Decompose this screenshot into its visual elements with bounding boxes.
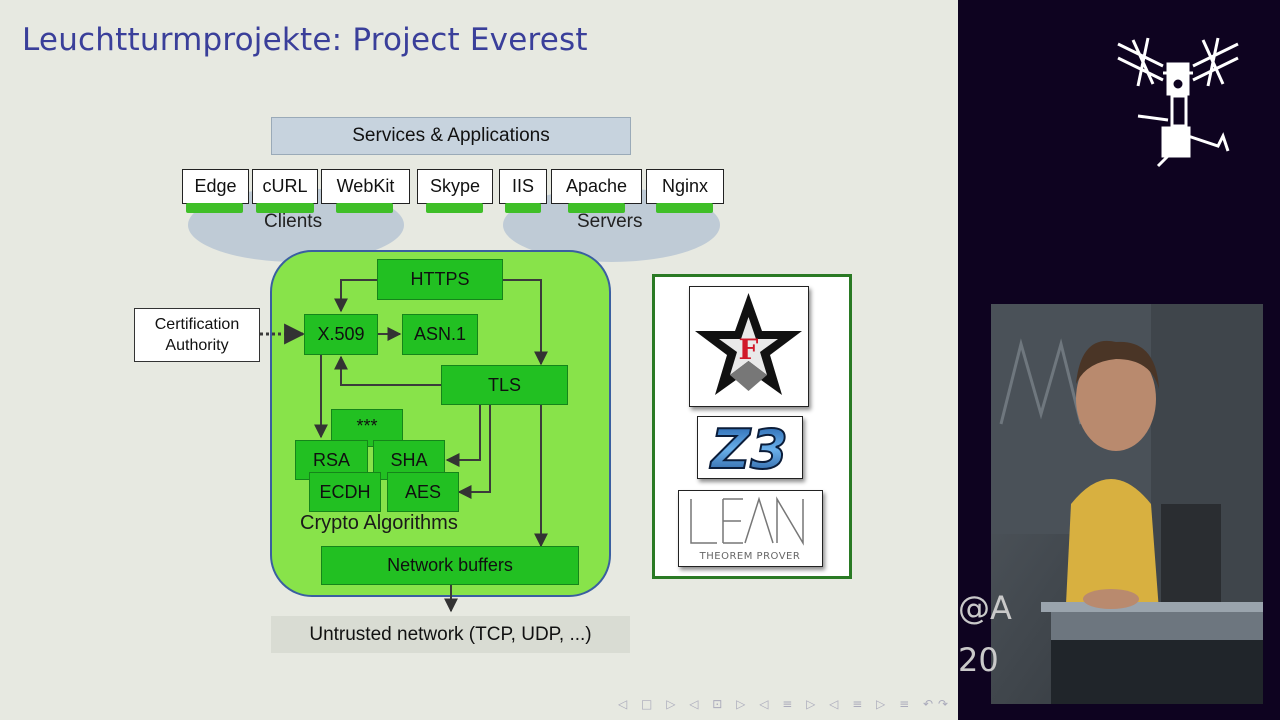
untrusted-network-label: Untrusted network (TCP, UDP, ...)	[309, 623, 592, 645]
slide-title: Leuchtturmprojekte: Project Everest	[22, 22, 588, 58]
verification-tools-panel: F Z3	[652, 274, 852, 579]
server-label: Apache	[565, 176, 628, 196]
client-label: Edge	[194, 176, 237, 196]
tls-box: TLS	[441, 365, 568, 405]
network-buffers-label: Network buffers	[387, 555, 513, 575]
crypto-label: Crypto Algorithms	[300, 512, 458, 534]
asn1-box: ASN.1	[402, 314, 478, 355]
server-bar	[568, 203, 625, 213]
arrow-tls-aes	[457, 404, 491, 499]
arrow-tls-x509	[334, 355, 441, 386]
network-buffers-box: Network buffers	[321, 546, 579, 585]
lean-subtitle: THEOREM PROVER	[699, 551, 801, 562]
ecdh-box: ECDH	[309, 472, 381, 512]
client-label: Skype	[429, 176, 481, 196]
client-box-curl: cURL	[252, 169, 318, 204]
everest-region	[270, 250, 611, 597]
arrow-tls-sha	[445, 404, 481, 467]
beamer-navigation-controls[interactable]: ◁ □ ▷ ◁ ⊡ ▷ ◁ ≡ ▷ ◁ ≡ ▷ ≡ ↶↷ ⌕	[618, 697, 974, 711]
untrusted-network-banner: Untrusted network (TCP, UDP, ...)	[271, 616, 630, 653]
presenter-video	[991, 304, 1263, 704]
lean-logo: THEOREM PROVER	[678, 490, 823, 567]
client-label: cURL	[262, 176, 308, 196]
fstar-logo: F	[689, 286, 809, 407]
client-bar	[256, 203, 314, 213]
server-box-apache: Apache	[551, 169, 642, 204]
client-box-webkit: WebKit	[321, 169, 410, 204]
aes-box: AES	[387, 472, 459, 512]
z3-icon: Z3	[708, 417, 789, 482]
server-label: IIS	[511, 176, 534, 196]
fstar-letter: F	[739, 333, 759, 366]
certification-authority-label: Certification Authority	[154, 316, 240, 354]
https-label: HTTPS	[410, 269, 470, 289]
server-box-iis: IIS	[499, 169, 547, 204]
asn1-label: ASN.1	[413, 324, 467, 344]
server-label: Nginx	[661, 176, 709, 196]
https-box: HTTPS	[377, 259, 503, 300]
dependency-arrows	[260, 279, 548, 613]
ecdh-label: ECDH	[319, 481, 371, 502]
rsa-label: RSA	[312, 449, 350, 470]
client-box-skype: Skype	[417, 169, 493, 204]
z3-wordmark: Z3	[709, 418, 788, 481]
client-box-edge: Edge	[182, 169, 249, 204]
stars-label: ***	[356, 415, 378, 436]
space-station-logo	[1117, 37, 1239, 168]
arrow-https-tls	[503, 279, 548, 366]
certification-authority-box: Certification Authority	[134, 308, 260, 362]
clients-label: Clients	[264, 211, 323, 232]
client-label: WebKit	[336, 176, 395, 196]
slide: Leuchtturmprojekte: Project Everest Serv…	[0, 0, 969, 720]
lean-icon: THEOREM PROVER	[690, 496, 804, 562]
server-box-nginx: Nginx	[646, 169, 724, 204]
aes-label: AES	[404, 481, 442, 502]
x509-label: X.509	[317, 324, 365, 344]
arrow-https-x509	[334, 279, 377, 313]
tls-label: TLS	[487, 374, 521, 395]
z3-logo: Z3	[697, 416, 803, 482]
sha-label: SHA	[390, 449, 428, 470]
client-bar	[426, 203, 483, 213]
side-panel-text: @A 20	[958, 589, 1012, 679]
server-bar	[505, 203, 541, 213]
client-bar	[336, 203, 393, 213]
client-bar	[186, 203, 243, 213]
x509-box: X.509	[304, 314, 378, 355]
server-bar	[656, 203, 713, 213]
presenter-video-frame	[991, 304, 1263, 704]
fstar-icon: F	[695, 293, 802, 395]
services-banner: Services & Applications	[271, 117, 631, 155]
services-banner-label: Services & Applications	[352, 125, 550, 146]
servers-label: Servers	[577, 211, 643, 232]
